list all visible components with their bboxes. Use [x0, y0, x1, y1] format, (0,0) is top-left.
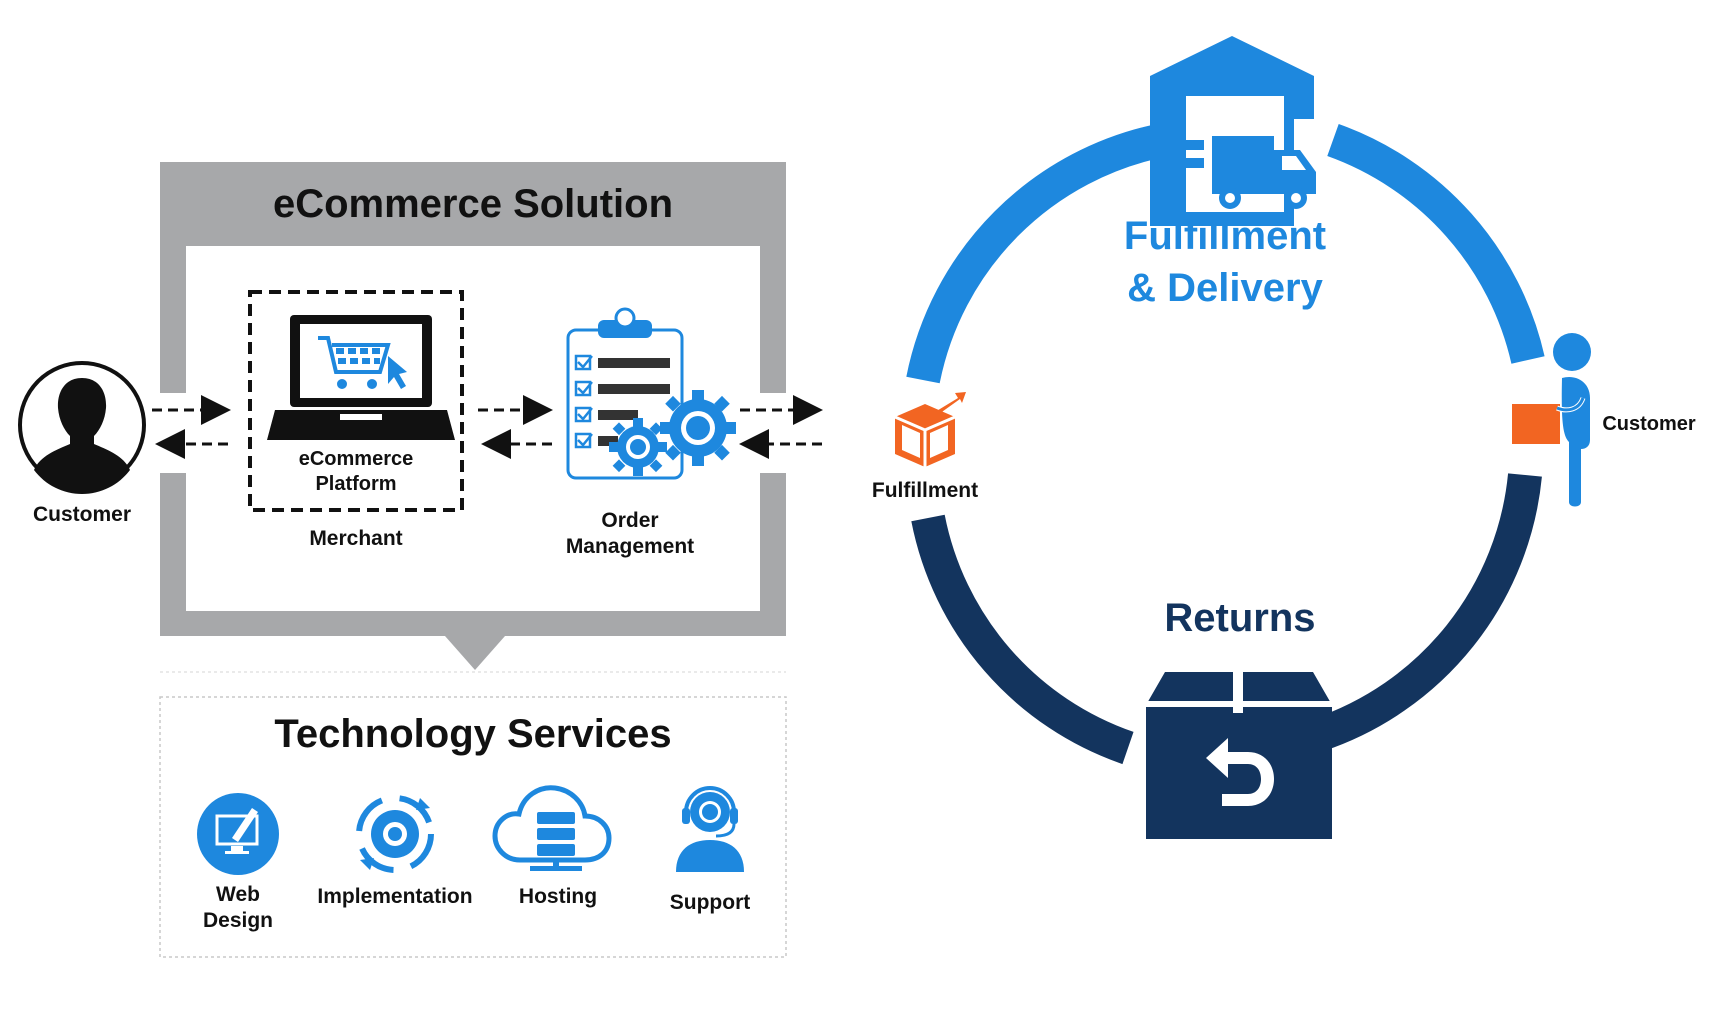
headset-person-icon: [676, 786, 744, 872]
platform-label-line1: eCommerce: [298, 448, 414, 470]
service-label-web-line2: Design: [202, 909, 273, 932]
customer-standing-icon: [1512, 333, 1591, 507]
cycle-ring: [906, 123, 1545, 765]
service-label-hosting: Hosting: [518, 885, 598, 908]
service-label-implementation: Implementation: [317, 885, 473, 908]
order-label-line2: Management: [565, 535, 695, 558]
fulfillment-label: Fulfillment: [871, 479, 979, 502]
returns-title: Returns: [1164, 596, 1316, 640]
technology-services-title: Technology Services: [274, 712, 672, 756]
merchant-label: Merchant: [309, 527, 403, 550]
customer-label-left: Customer: [32, 503, 132, 526]
warehouse-truck-icon: [1150, 36, 1316, 226]
laptop-cart-icon: [267, 315, 455, 440]
merchant-box: [248, 290, 464, 512]
fulfillment-delivery-title-line1: Fulfillment: [1123, 214, 1327, 258]
returns-box-icon: [1146, 668, 1332, 839]
frame-pointer: [445, 636, 505, 670]
service-label-web-line1: Web: [216, 883, 260, 906]
flow-arrows: [152, 395, 823, 459]
fulfillment-box-icon: [894, 392, 966, 467]
ecommerce-solution-title: eCommerce Solution: [272, 182, 674, 226]
order-clipboard-gears-icon: [566, 307, 736, 480]
order-label-line1: Order: [601, 509, 659, 532]
service-label-support: Support: [669, 891, 751, 914]
fulfillment-delivery-title-line2: & Delivery: [1127, 266, 1323, 310]
monitor-pen-icon: [197, 793, 279, 875]
platform-label-line2: Platform: [315, 473, 397, 495]
gear-cycle-icon: [356, 795, 434, 873]
cloud-server-icon: [492, 785, 612, 871]
technology-services-frame: [159, 696, 787, 958]
customer-label-right: Customer: [1602, 413, 1696, 435]
customer-avatar-icon: [18, 361, 146, 495]
